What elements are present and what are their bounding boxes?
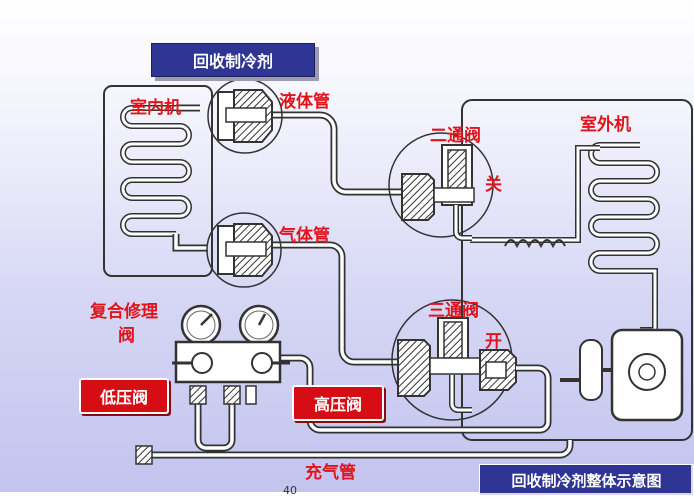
three-way-valve bbox=[391, 299, 517, 421]
manifold-label-line1: 复合修理 bbox=[90, 302, 158, 322]
indoor-unit bbox=[103, 85, 213, 277]
liquid-pipe-label: 液体管 bbox=[279, 92, 330, 112]
charge-hose-label: 充气管 bbox=[305, 463, 356, 483]
low-pressure-valve-label: 低压阀 bbox=[79, 378, 169, 414]
charge-hose bbox=[135, 404, 574, 465]
close-label: 关 bbox=[485, 175, 502, 195]
open-label: 开 bbox=[485, 332, 502, 352]
gas-pipe-label: 气体管 bbox=[279, 226, 330, 246]
manifold-gauge bbox=[172, 304, 290, 405]
outdoor-unit bbox=[461, 99, 693, 441]
service-hose bbox=[262, 354, 552, 434]
manifold-label-line2: 阀 bbox=[118, 326, 135, 346]
gas-pipe bbox=[172, 234, 400, 366]
diagram-caption: 回收制冷剂整体示意图 bbox=[479, 464, 694, 496]
two-way-valve-label: 二通阀 bbox=[430, 126, 481, 146]
gas-pipe-joint bbox=[206, 212, 282, 288]
three-way-valve-label: 三通阀 bbox=[428, 301, 479, 321]
high-pressure-valve-label: 高压阀 bbox=[292, 385, 384, 421]
two-way-valve bbox=[388, 132, 494, 241]
indoor-unit-label: 室内机 bbox=[130, 98, 181, 118]
page-number: 40 bbox=[283, 484, 297, 497]
page-title: 回收制冷剂 bbox=[151, 43, 315, 77]
liquid-pipe-joint bbox=[207, 78, 283, 154]
outdoor-unit-label: 室外机 bbox=[580, 115, 631, 135]
liquid-pipe bbox=[176, 104, 404, 196]
